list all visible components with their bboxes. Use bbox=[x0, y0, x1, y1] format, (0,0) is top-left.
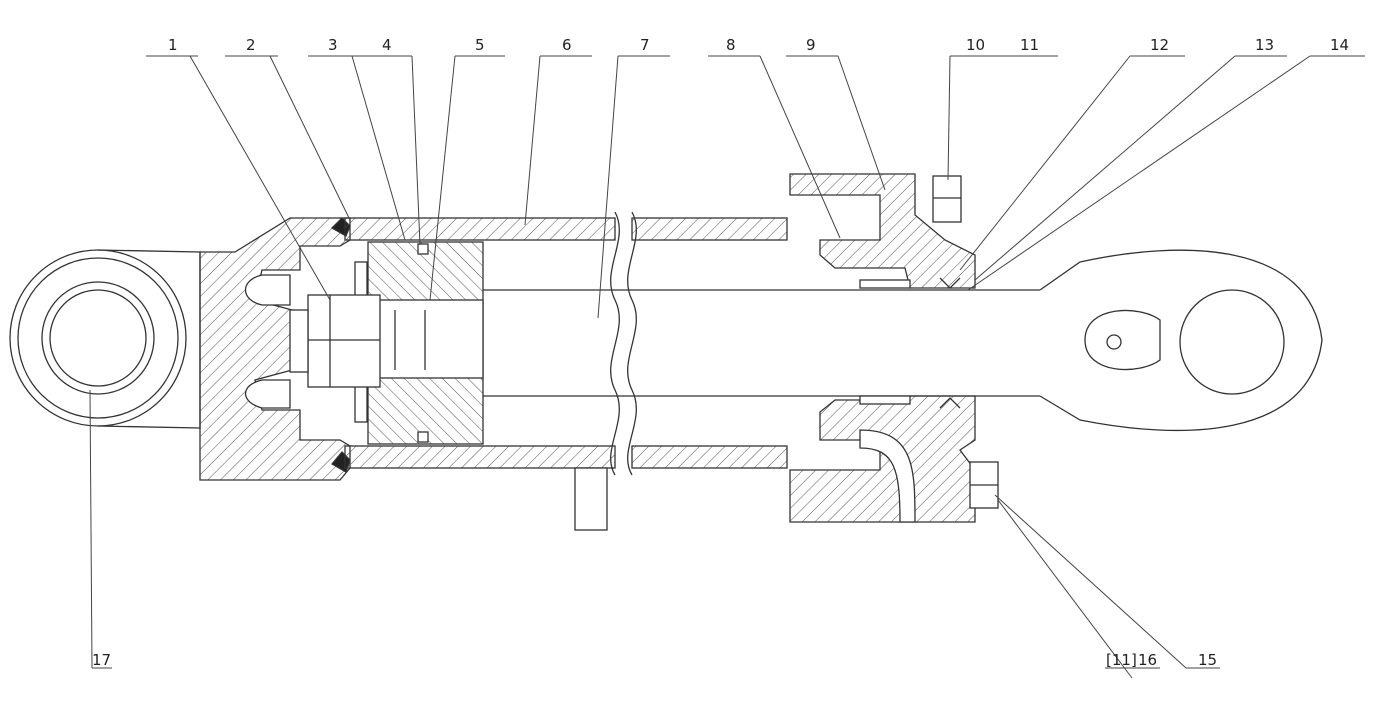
callout-11: 11 bbox=[1020, 36, 1039, 54]
callout-13: 13 bbox=[1255, 36, 1274, 54]
callout-8: 8 bbox=[726, 36, 736, 54]
piston-rod bbox=[483, 289, 1040, 397]
front-gland bbox=[789, 173, 976, 289]
rod-end-eye bbox=[1039, 249, 1323, 432]
leader-lines bbox=[89, 55, 1365, 679]
rear-eye bbox=[9, 249, 201, 429]
callout-1: 1 bbox=[168, 36, 178, 54]
callout-10: 10 bbox=[966, 36, 985, 54]
callout-5: 5 bbox=[475, 36, 485, 54]
break-line bbox=[610, 211, 620, 476]
callout-17: 17 bbox=[92, 651, 111, 669]
piston-nut bbox=[307, 294, 381, 388]
callout-6: 6 bbox=[562, 36, 572, 54]
callout-labels: 1 2 3 4 5 6 7 8 9 10 11 12 13 14 15 16 1… bbox=[92, 36, 1349, 669]
barrel-bottom-wall bbox=[344, 445, 616, 469]
callout-2: 2 bbox=[246, 36, 256, 54]
callout-9: 9 bbox=[806, 36, 816, 54]
oil-port bbox=[574, 467, 608, 531]
callout-16: 16 bbox=[1138, 651, 1157, 669]
callout-3: 3 bbox=[328, 36, 338, 54]
rod-seal-bottom bbox=[859, 395, 911, 405]
callout-4: 4 bbox=[382, 36, 392, 54]
callout-12: 12 bbox=[1150, 36, 1169, 54]
rod-seal-top bbox=[859, 279, 911, 289]
callout-14: 14 bbox=[1330, 36, 1349, 54]
bolt-top bbox=[932, 175, 962, 223]
callout-15: 15 bbox=[1198, 651, 1217, 669]
callout-11-bracket: [11] bbox=[1106, 651, 1137, 669]
barrel-top-wall bbox=[344, 217, 616, 241]
callout-7: 7 bbox=[640, 36, 650, 54]
